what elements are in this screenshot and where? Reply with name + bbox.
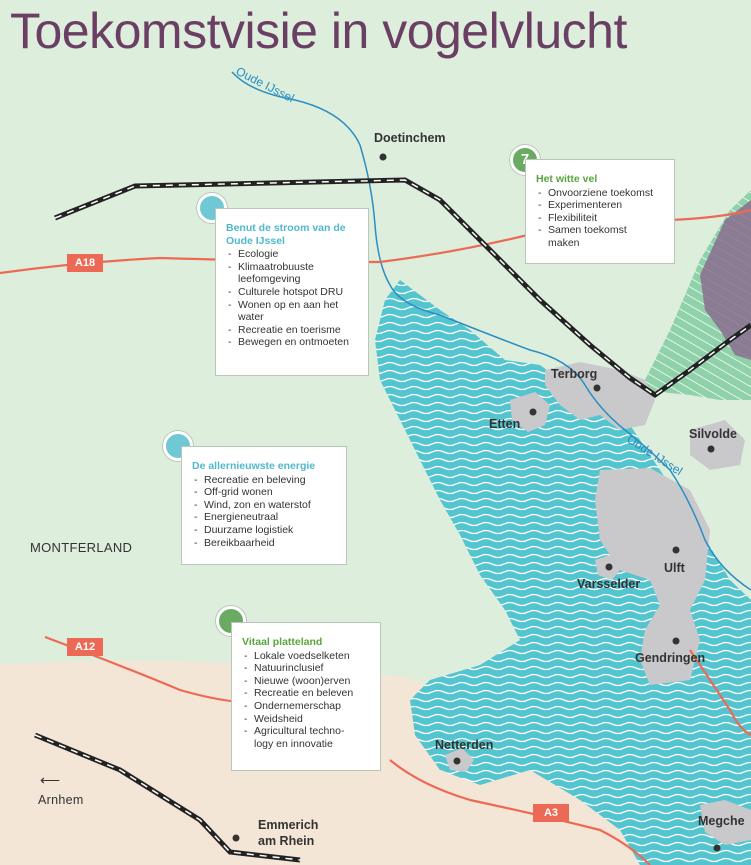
list-item: Wonen op en aan het water: [226, 299, 359, 324]
place-emmerich: Emmerich: [258, 818, 319, 832]
card-witte-vel-list: Onvoorziene toekomst Experimenteren Flex…: [536, 187, 665, 250]
card-witte-vel-heading: Het witte vel: [536, 173, 598, 185]
place-silvolde: Silvolde: [689, 427, 737, 441]
card-witte-vel: Het witte vel Onvoorziene toekomst Exper…: [525, 159, 675, 264]
list-item: Duurzame logistiek: [192, 524, 337, 537]
card-energie-list: Recreatie en beleving Off-grid wonen Win…: [192, 474, 337, 550]
list-item: Energieneutraal: [192, 511, 337, 524]
silvolde-town-area: [690, 420, 745, 470]
list-item: Culturele hotspot DRU: [226, 286, 359, 299]
page-title: Toekomstvisie in vogelvlucht: [10, 3, 627, 59]
emmerich-dot: [232, 834, 240, 842]
list-item: Off-grid wonen: [192, 486, 337, 499]
megchelen-dot: [713, 844, 721, 852]
card-stroom: Benut de stroom van de Oude IJssel Ecolo…: [215, 208, 369, 376]
list-item: Recreatie en beleving: [192, 474, 337, 487]
card-platteland-heading: Vitaal platteland: [242, 636, 323, 648]
card-stroom-list: Ecologie Klimaatrobuuste leefomgeving Cu…: [226, 248, 359, 349]
region-montferland: MONTFERLAND: [30, 540, 133, 555]
etten-dot: [529, 408, 537, 416]
gendringen-dot: [672, 637, 680, 645]
list-item: Ecologie: [226, 248, 359, 261]
list-item: Weidsheid: [242, 713, 371, 726]
list-item: Agricultural techno- logy en innovatie: [242, 725, 371, 750]
list-item: Experimenteren: [536, 199, 665, 212]
list-item: Samen toekomst maken: [536, 224, 665, 249]
list-item: Wind, zon en waterstof: [192, 499, 337, 512]
card-platteland-list: Lokale voedselketen Natuurinclusief Nieu…: [242, 650, 371, 751]
railway-north: [54, 177, 751, 399]
road-label-a12: A12: [67, 638, 103, 656]
place-emmerich-line2: am Rhein: [258, 834, 315, 848]
ulft-dot: [672, 546, 680, 554]
card-energie: De allernieuwste energie Recreatie en be…: [181, 446, 347, 565]
road-label-a3: A3: [533, 804, 569, 822]
varsselder-dot: [605, 563, 613, 571]
card-energie-heading: De allernieuwste energie: [192, 460, 316, 472]
place-ulft: Ulft: [664, 561, 685, 575]
list-item: Natuurinclusief: [242, 662, 371, 675]
place-gendringen: Gendringen: [635, 651, 706, 665]
water-area: [375, 280, 751, 865]
list-item: Onvoorziene toekomst: [536, 187, 665, 200]
arrow-left-icon: ⟵: [40, 772, 61, 788]
doetinchem-dot: [379, 153, 387, 161]
list-item: Klimaatrobuuste leefomgeving: [226, 261, 359, 286]
road-label-a18: A18: [67, 254, 103, 272]
place-varsselder: Varsselder: [577, 577, 641, 591]
list-item: Recreatie en beleven: [242, 687, 371, 700]
oude-ijssel-river: [231, 71, 751, 591]
road-a3: [389, 759, 651, 865]
list-item: Bereikbaarheid: [192, 537, 337, 550]
place-terborg: Terborg: [551, 367, 598, 381]
place-netterden: Netterden: [435, 738, 494, 752]
terborg-dot: [593, 384, 601, 392]
place-megchelen: Megche: [698, 814, 745, 828]
netterden-dot: [453, 757, 461, 765]
ulft-town-area: [595, 468, 710, 685]
forest-purple-area: [700, 200, 751, 360]
card-stroom-heading: Benut de stroom van de Oude IJssel: [226, 222, 346, 247]
place-etten: Etten: [489, 417, 521, 431]
list-item: Recreatie en toerisme: [226, 324, 359, 337]
road-a3-east: [689, 649, 751, 737]
place-doetinchem: Doetinchem: [374, 131, 446, 145]
list-item: Bewegen en ontmoeten: [226, 336, 359, 349]
silvolde-dot: [707, 445, 715, 453]
list-item: Nieuwe (woon)erven: [242, 675, 371, 688]
card-platteland: Vitaal platteland Lokale voedselketen Na…: [231, 622, 381, 771]
list-item: Flexibiliteit: [536, 212, 665, 225]
list-item: Lokale voedselketen: [242, 650, 371, 663]
list-item: Ondernemerschap: [242, 700, 371, 713]
place-arnhem: Arnhem: [38, 793, 84, 807]
megchelen-town-area: [700, 800, 751, 845]
